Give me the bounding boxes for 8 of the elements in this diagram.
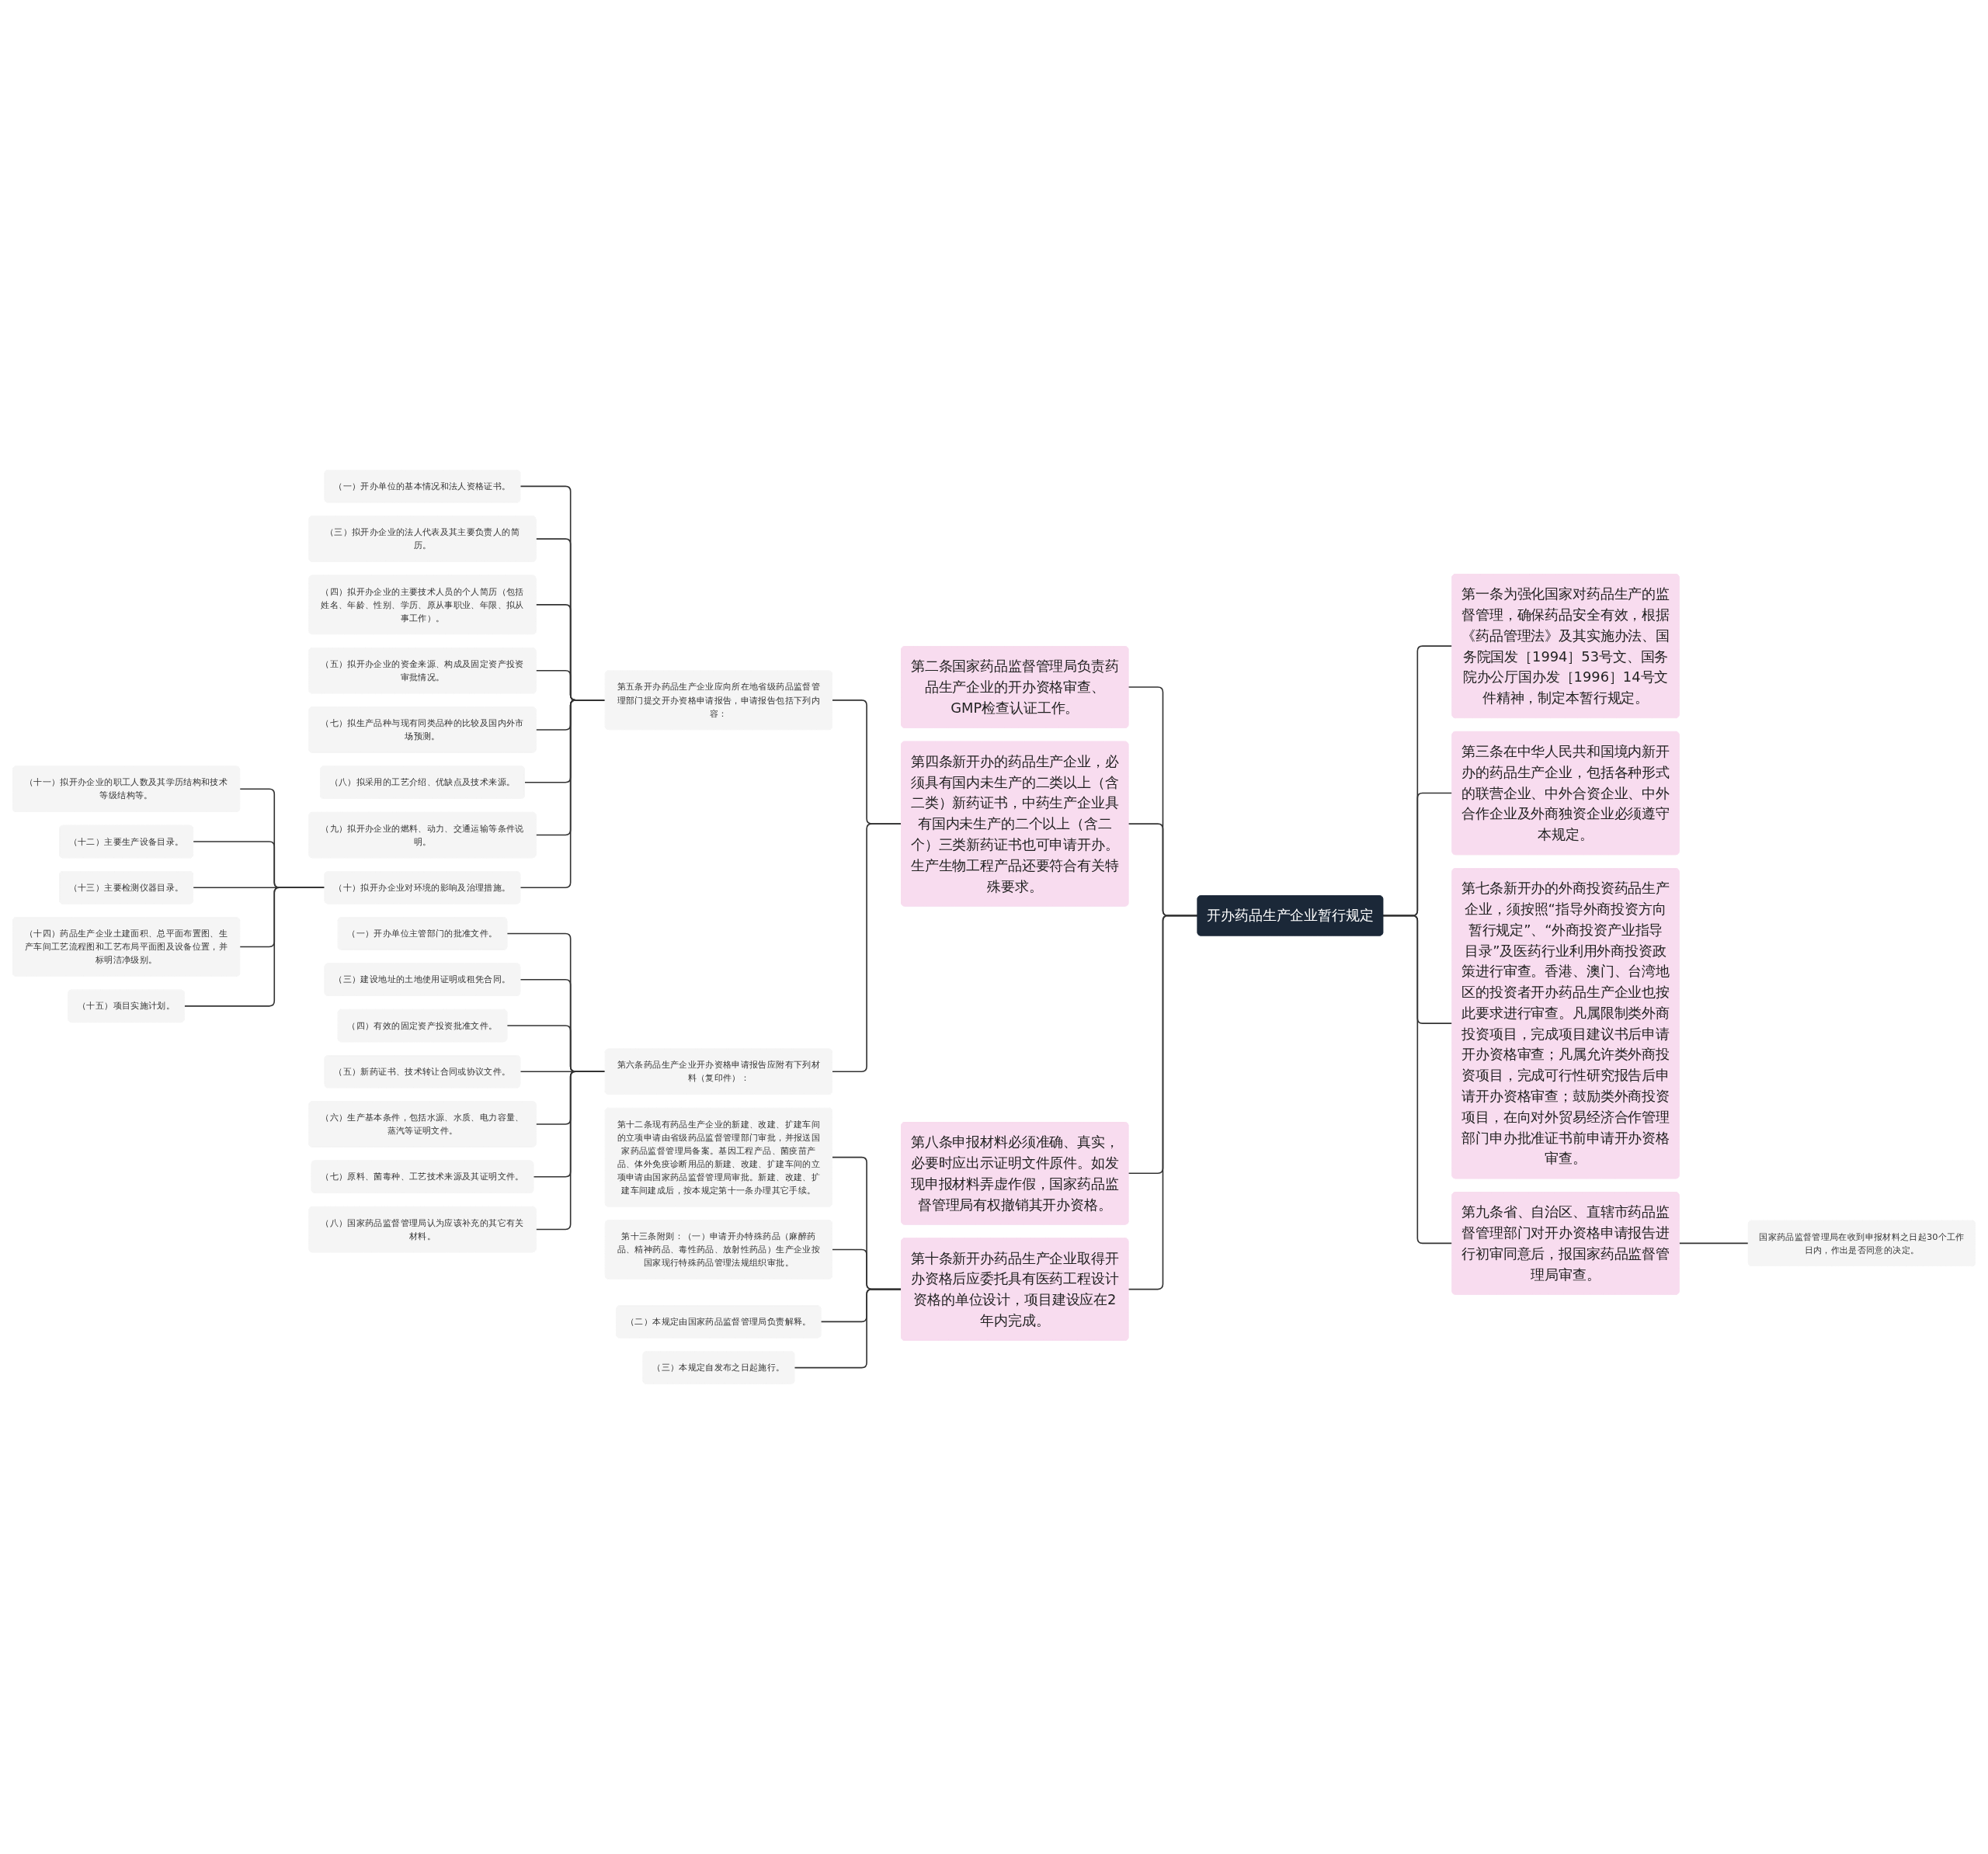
connector — [793, 1288, 902, 1369]
connector — [1128, 915, 1198, 1290]
connector — [519, 700, 606, 889]
connector — [535, 1071, 606, 1231]
connector — [831, 823, 902, 1073]
connector — [1382, 915, 1453, 1245]
connector — [183, 887, 325, 1007]
connector — [1678, 1242, 1750, 1245]
